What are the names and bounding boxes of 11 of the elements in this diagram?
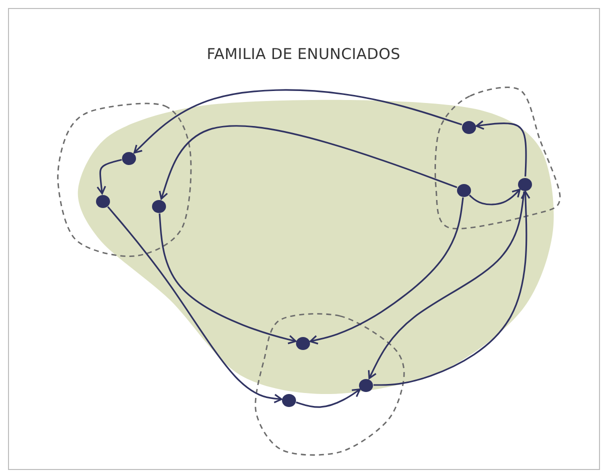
curved-arrow — [310, 197, 464, 344]
curved-arrow — [107, 206, 282, 404]
curved-arrow — [158, 213, 297, 344]
curved-arrow — [468, 188, 521, 206]
curved-arrow — [96, 158, 122, 194]
curved-arrow — [134, 89, 462, 154]
curved-arrow — [158, 125, 458, 200]
curved-arrow — [296, 388, 361, 408]
dot-node — [282, 394, 296, 406]
curved-arrow — [476, 120, 527, 177]
diagram-title: FAMILIA DE ENUNCIADOS — [206, 45, 400, 63]
